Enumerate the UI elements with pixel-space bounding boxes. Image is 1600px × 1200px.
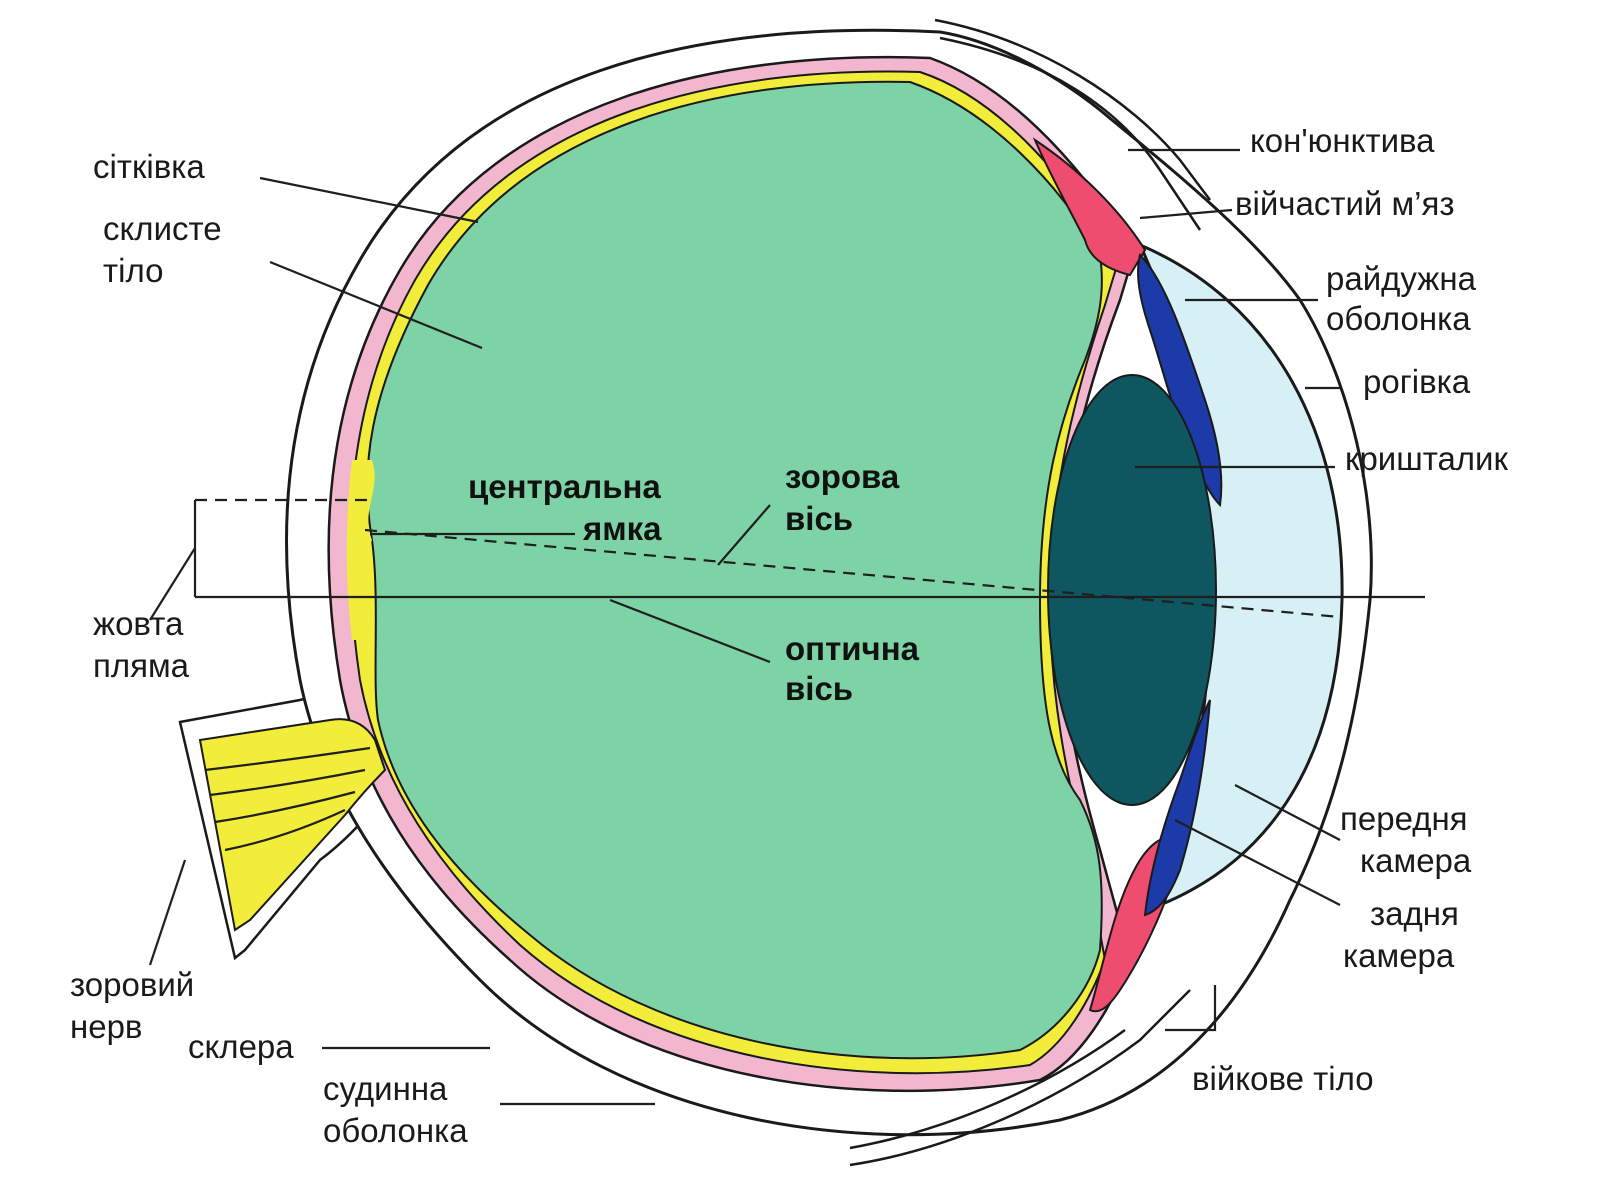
label-vitreous-1: склисте bbox=[103, 210, 222, 247]
label-iris-1: райдужна bbox=[1326, 260, 1477, 297]
label-conjunctiva: кон'юнктива bbox=[1250, 122, 1435, 159]
macula-region bbox=[346, 460, 375, 640]
label-visual-axis-1: зорова bbox=[785, 458, 900, 495]
label-choroid-1: судинна bbox=[323, 1070, 448, 1107]
label-optical-axis-2: вісь bbox=[785, 670, 853, 707]
leader-anterior-chamber bbox=[1234, 784, 1341, 841]
ciliary-body-top bbox=[1032, 137, 1147, 277]
leader-visual-axis bbox=[717, 504, 771, 566]
eyelid-bottom bbox=[849, 989, 1191, 1167]
label-optic-nerve-2: нерв bbox=[70, 1008, 142, 1045]
label-choroid-2: оболонка bbox=[323, 1112, 468, 1149]
label-visual-axis-2: вісь bbox=[785, 500, 853, 537]
label-ciliary-muscle: війчастий м’яз bbox=[1235, 185, 1455, 222]
label-sclera: склера bbox=[188, 1028, 294, 1065]
eyelid-top bbox=[934, 18, 1211, 231]
label-vitreous-2: тіло bbox=[103, 252, 163, 289]
leader-optic-nerve bbox=[148, 859, 187, 966]
leader-posterior-chamber bbox=[1174, 819, 1341, 906]
label-macula-1: жовта bbox=[93, 605, 184, 642]
leader-retina bbox=[259, 176, 479, 224]
optic-nerve bbox=[198, 718, 387, 932]
label-ciliary-body: війкове тіло bbox=[1192, 1060, 1374, 1097]
label-posterior-chamber-2: камера bbox=[1343, 937, 1455, 974]
visual-axis-line bbox=[364, 528, 1341, 619]
label-anterior-chamber-2: камера bbox=[1360, 842, 1472, 879]
leader-vitreous bbox=[269, 260, 483, 350]
label-macula-2: пляма bbox=[93, 647, 190, 684]
leader-ciliary-body bbox=[1165, 985, 1217, 1032]
iris-bottom bbox=[1143, 699, 1211, 917]
leader-ciliary-muscle bbox=[1139, 208, 1233, 220]
label-optic-nerve-1: зоровий bbox=[70, 966, 194, 1003]
label-posterior-chamber-1: задня bbox=[1370, 895, 1459, 932]
label-cornea: рогівка bbox=[1363, 363, 1471, 400]
label-anterior-chamber-1: передня bbox=[1340, 800, 1468, 837]
iris-top bbox=[1137, 253, 1223, 508]
label-fovea-2: ямка bbox=[582, 510, 662, 547]
label-lens: кришталик bbox=[1345, 440, 1508, 477]
label-iris-2: оболонка bbox=[1326, 300, 1471, 337]
leader-optical-axis bbox=[609, 598, 771, 664]
label-retina: сітківка bbox=[93, 148, 205, 185]
label-fovea-1: центральна bbox=[468, 468, 661, 505]
label-optical-axis-1: оптична bbox=[785, 630, 920, 667]
lens bbox=[1047, 374, 1217, 806]
vitreous-body bbox=[366, 80, 1103, 1060]
